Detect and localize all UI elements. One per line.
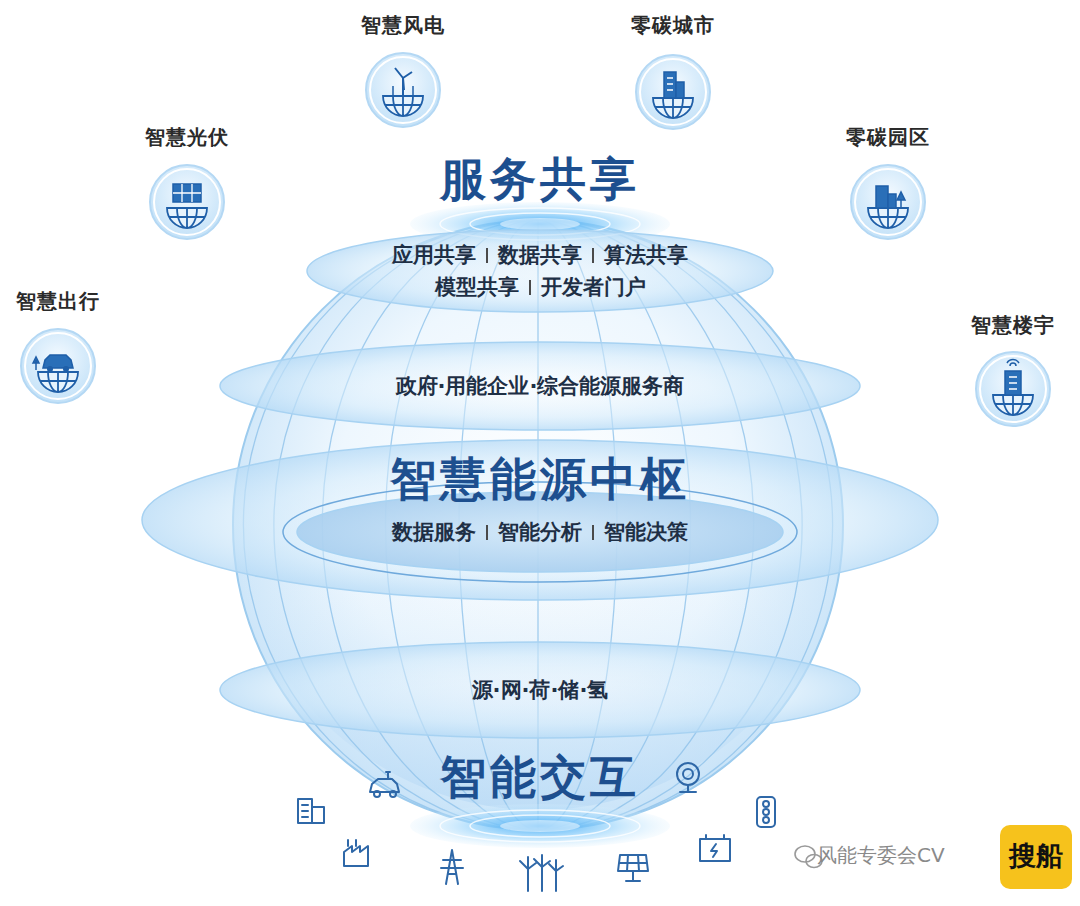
separator-bar [529, 280, 531, 295]
watermark: 风能专委会CV [817, 842, 945, 869]
layer-title: 智慧能源中枢 [390, 454, 690, 505]
badge-background [1000, 825, 1072, 889]
scenario-icon: 智慧风电 [347, 12, 459, 130]
scenario-label: 智慧光伏 [131, 124, 243, 151]
separator-bar [486, 248, 488, 263]
ring-band: 应用共享数据共享算法共享模型共享开发者门户 [305, 228, 775, 314]
traffic-light-icon [757, 797, 775, 827]
scenario-label: 零碳园区 [832, 124, 944, 151]
battery-icon [700, 835, 730, 861]
scenario-icon: 智慧楼宇 [957, 312, 1069, 429]
ring-band: 源·网·荷·储·氢 [218, 640, 862, 740]
scenario-label: 智慧出行 [2, 288, 114, 315]
node-outline [305, 228, 775, 314]
separator-bar [592, 248, 594, 263]
ev-car-icon [370, 772, 399, 797]
band-text: 数据服务 [392, 518, 476, 546]
scenario-label: 零碳城市 [617, 12, 729, 39]
band-text: 开发者门户 [541, 273, 646, 301]
band-text: 源·网·荷·储·氢 [472, 676, 609, 704]
pylon-icon [441, 850, 463, 884]
scenario-icon: 零碳园区 [832, 124, 944, 242]
factory-icon [344, 840, 368, 866]
building-icon [298, 799, 324, 823]
scenario-label: 智慧风电 [347, 12, 459, 39]
scenario-icon: 零碳城市 [617, 12, 729, 132]
scenario-label: 智慧楼宇 [957, 312, 1069, 339]
band-text: 算法共享 [604, 241, 688, 269]
badge-text: 搜船 [1008, 838, 1064, 874]
glow-disk: 智能交互 [370, 752, 710, 848]
band-text: 模型共享 [435, 273, 519, 301]
band-text: 智能分析 [498, 518, 582, 546]
scenario-icon: 智慧光伏 [131, 124, 243, 242]
layer-title: 智能交互 [370, 752, 710, 803]
layer-title: 服务共享 [370, 154, 710, 205]
separator-bar [592, 525, 594, 540]
camera-icon [677, 763, 699, 792]
wind-turbines-icon [520, 855, 563, 891]
band-text: 应用共享 [392, 241, 476, 269]
band-text: 政府·用能企业·综合能源服务商 [396, 372, 685, 400]
ring-band: 智慧能源中枢数据服务智能分析智能决策 [140, 438, 940, 602]
scenario-icon: 智慧出行 [2, 288, 114, 406]
band-text: 数据共享 [498, 241, 582, 269]
ring-band: 政府·用能企业·综合能源服务商 [218, 340, 862, 432]
separator-bar [486, 525, 488, 540]
band-text: 智能决策 [604, 518, 688, 546]
solar-panel-icon [618, 855, 648, 881]
